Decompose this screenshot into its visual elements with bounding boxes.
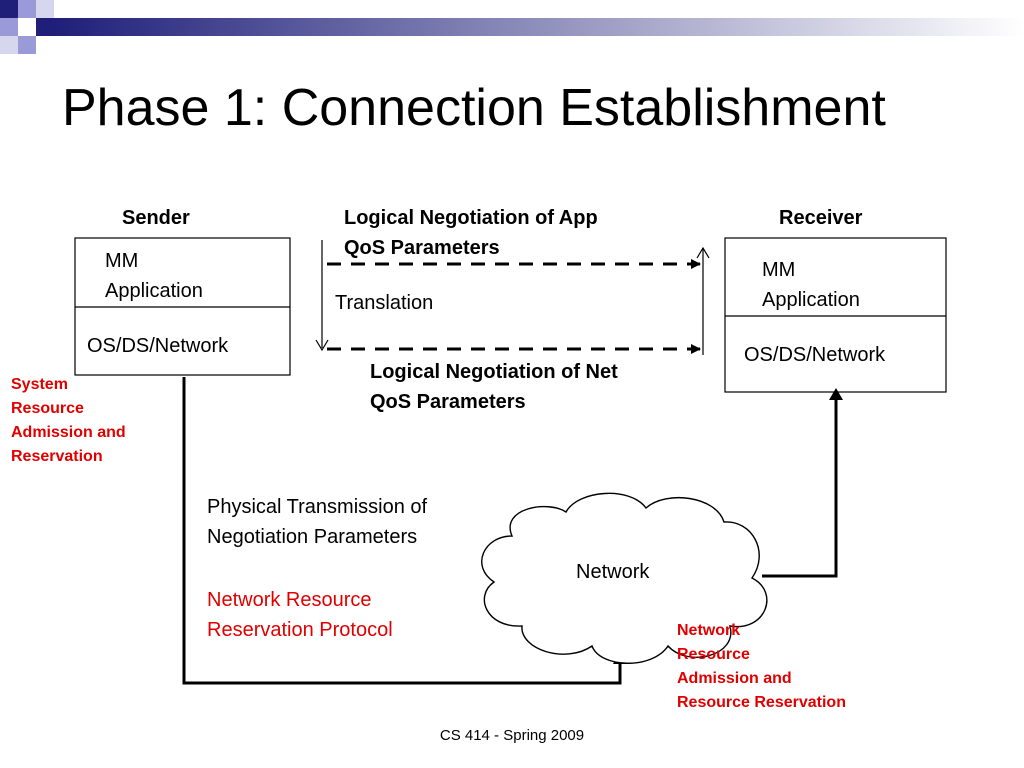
sender-app-label: MM Application [105, 246, 203, 306]
network-admission-line2: Resource [677, 646, 750, 663]
network-admission-line3: Admission and [677, 670, 792, 687]
system-admission-line1: System [11, 376, 68, 393]
physical-path-line [182, 377, 622, 685]
system-admission-label: System Resource Admission and Reservatio… [11, 373, 126, 469]
physical-line2: Negotiation Parameters [207, 526, 418, 548]
net-negotiation-line1: Logical Negotiation of Net [370, 361, 618, 383]
receiver-app-line2: Application [762, 289, 860, 311]
system-admission-line3: Admission and [11, 424, 126, 441]
network-admission-label: Network Resource Admission and Resource … [677, 619, 846, 715]
reservation-protocol-label: Network Resource Reservation Protocol [207, 585, 393, 645]
app-negotiation-line2: QoS Parameters [344, 237, 500, 259]
slide-logo [0, 0, 1024, 54]
slide-title: Phase 1: Connection Establishment [62, 79, 886, 137]
app-negotiation-label: Logical Negotiation of App QoS Parameter… [344, 203, 598, 263]
network-admission-line1: Network [677, 622, 741, 639]
receiver-app-line1: MM [762, 259, 796, 281]
physical-line1: Physical Transmission of [207, 496, 428, 518]
physical-transmission-label: Physical Transmission of Negotiation Par… [207, 492, 427, 552]
system-admission-line2: Resource [11, 400, 84, 417]
receiver-label: Receiver [779, 207, 863, 229]
net-negotiation-line2: QoS Parameters [370, 391, 526, 413]
receiver-os-label: OS/DS/Network [744, 344, 886, 366]
protocol-line2: Reservation Protocol [207, 619, 393, 641]
network-label: Network [576, 561, 650, 583]
network-to-receiver-line [762, 396, 838, 578]
system-admission-line4: Reservation [11, 448, 103, 465]
translation-label: Translation [335, 292, 434, 314]
sender-label: Sender [122, 207, 190, 229]
protocol-line1: Network Resource [207, 589, 372, 611]
receiver-app-label: MM Application [762, 255, 860, 315]
app-negotiation-line1: Logical Negotiation of App [344, 207, 598, 229]
sender-os-label: OS/DS/Network [87, 335, 229, 357]
net-negotiation-label: Logical Negotiation of Net QoS Parameter… [370, 357, 618, 417]
slide-footer: CS 414 - Spring 2009 [439, 727, 585, 744]
sender-app-line1: MM [105, 250, 139, 272]
sender-stack [74, 237, 291, 376]
network-cloud [481, 492, 768, 664]
sender-app-line2: Application [105, 280, 203, 302]
network-admission-line4: Resource Reservation [677, 694, 846, 711]
